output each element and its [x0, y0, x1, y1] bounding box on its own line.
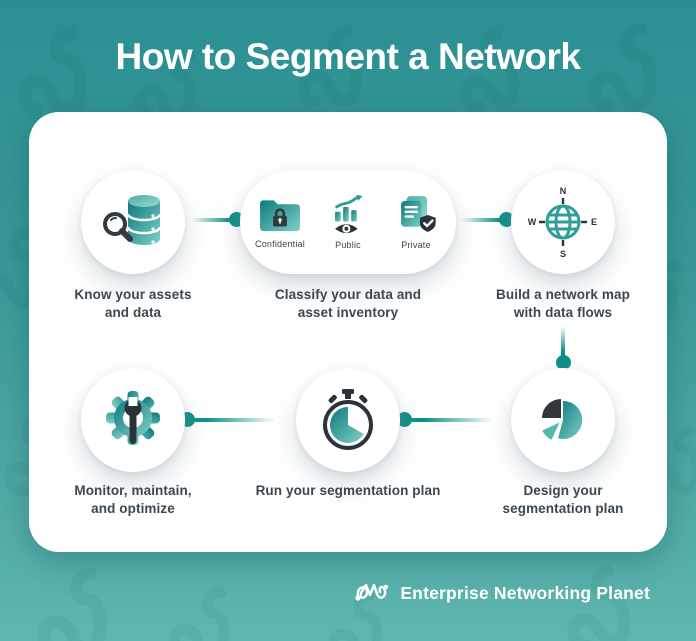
brand-footer: Enterprise Networking Planet [353, 576, 650, 610]
connector-step1-step2 [191, 218, 236, 222]
compass-east-label: E [591, 217, 597, 227]
globe-compass-icon: N S W E [528, 186, 597, 259]
connector-step2-step3-dot [499, 212, 514, 227]
stopwatch-icon [323, 389, 373, 450]
step-6-label: Monitor, maintain,and optimize [74, 483, 192, 516]
brand-name: Enterprise Networking Planet [400, 582, 650, 603]
step-4-circle [511, 368, 615, 472]
connector-step3-step4 [561, 326, 565, 362]
step-3-circle: N S W E [511, 170, 615, 274]
folder-lock-icon [260, 200, 300, 232]
classify-item-private: Private [382, 194, 450, 250]
infographic-card: Confidential Public [29, 112, 667, 552]
classify-label-public: Public [335, 240, 361, 250]
classify-label-confidential: Confidential [255, 239, 305, 249]
classify-label-private: Private [401, 240, 431, 250]
classify-item-public: Public [314, 194, 382, 250]
connector-step3-step4-dot [555, 355, 571, 370]
step-5-label: Run your segmentation plan [255, 483, 441, 498]
step-1-circle [81, 170, 185, 274]
connector-step2-step3 [461, 218, 506, 222]
search-database-icon [103, 195, 162, 245]
connector-step4-step5-dot [397, 412, 412, 427]
step-5-circle [296, 368, 400, 472]
classify-item-confidential: Confidential [246, 195, 314, 249]
connector-step4-step5 [411, 418, 493, 422]
connector-step5-step6 [194, 418, 276, 422]
compass-north-label: N [560, 186, 567, 196]
compass-south-label: S [560, 249, 566, 259]
compass-west-label: W [528, 217, 537, 227]
gear-wrench-icon [106, 391, 160, 445]
network-scribble-icon [355, 583, 389, 601]
page-title: How to Segment a Network [115, 36, 581, 77]
pie-chart-icon [542, 399, 583, 440]
documents-shield-icon [401, 196, 436, 232]
chart-eye-icon [335, 194, 363, 234]
step-2-pill: Confidential Public [240, 170, 456, 274]
step-6-circle [81, 368, 185, 472]
